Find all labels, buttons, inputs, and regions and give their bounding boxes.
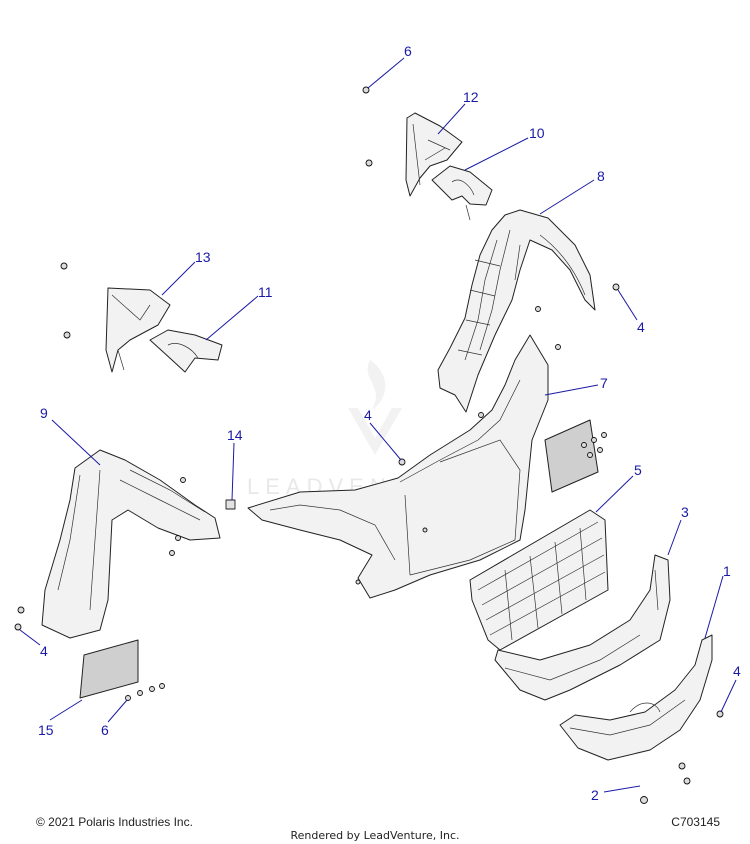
callout-13: 13	[195, 249, 211, 265]
callout-5: 5	[634, 462, 642, 478]
callout-4-bezel: 4	[364, 407, 372, 423]
mud-flap-right	[544, 419, 599, 493]
part-5-grille	[469, 509, 609, 651]
leader-lines	[19, 57, 737, 793]
part-14-clip	[225, 499, 236, 510]
drawing-id: C703145	[671, 815, 720, 829]
fasteners	[14, 86, 724, 804]
callout-4-fender: 4	[637, 319, 645, 335]
callout-4-left: 4	[40, 643, 48, 659]
part-1-skid-plate	[559, 634, 713, 761]
callout-2: 2	[591, 787, 599, 803]
callout-12: 12	[463, 89, 479, 105]
callout-4-skid: 4	[733, 663, 741, 679]
part-13-bracket	[105, 287, 171, 373]
part-8-inner-fender	[437, 209, 596, 413]
part-11-clip	[149, 329, 223, 373]
part-15-mud-flap	[79, 639, 139, 699]
callout-10: 10	[529, 125, 545, 141]
copyright-notice: © 2021 Polaris Industries Inc.	[36, 815, 193, 829]
callout-3: 3	[681, 504, 689, 520]
callout-6-bottom: 6	[101, 722, 109, 738]
callout-1: 1	[723, 563, 731, 579]
callout-labels: 6 12 10 8 13 11 4 7 9 14 4 5 3 1 4 4 15 …	[38, 43, 741, 803]
part-3-lower-bumper	[494, 554, 671, 701]
part-10-clip	[431, 165, 493, 221]
callout-14: 14	[227, 427, 243, 443]
watermark-logo-icon	[348, 360, 402, 455]
callout-15: 15	[38, 722, 54, 738]
callout-11: 11	[258, 284, 273, 300]
callout-6: 6	[404, 43, 412, 59]
part-12-bracket	[405, 112, 463, 197]
part-7-front-bezel	[247, 334, 549, 599]
callout-7: 7	[600, 375, 608, 391]
callout-8: 8	[597, 168, 605, 184]
rendered-by-credit: Rendered by LeadVenture, Inc.	[290, 829, 460, 842]
callout-9: 9	[40, 405, 48, 421]
part-9-fender-support	[41, 449, 221, 639]
